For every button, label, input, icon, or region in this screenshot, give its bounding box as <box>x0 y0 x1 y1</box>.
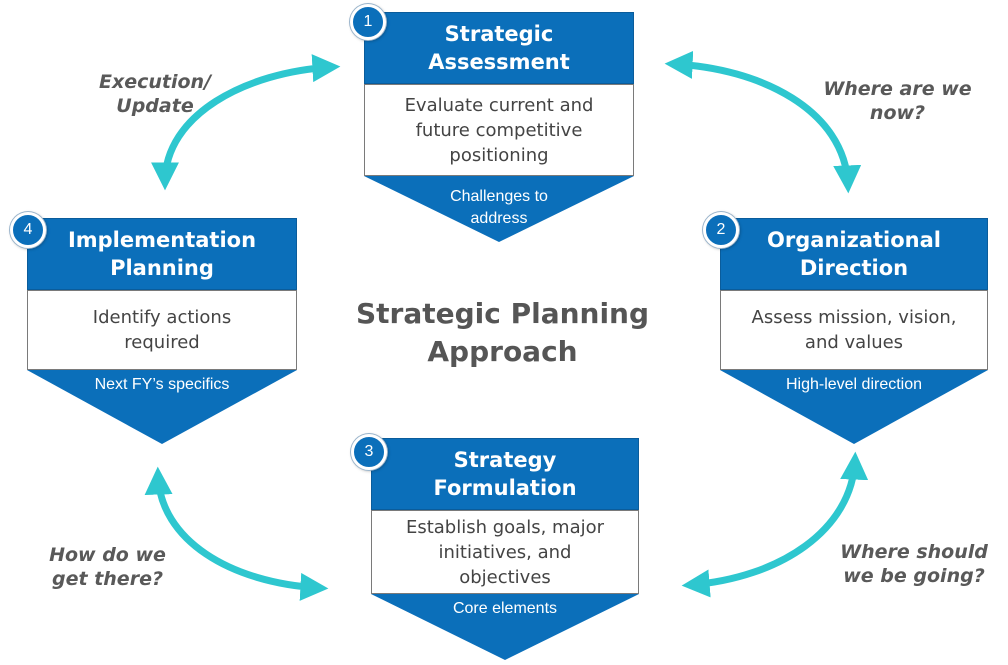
step-description: Establish goals, major initiatives, and … <box>371 510 639 594</box>
step-implementation-planning: Implementation Planning Identify actions… <box>27 218 297 444</box>
step-chevron: Next FY’s specifics <box>27 370 297 444</box>
step-organizational-direction: Organizational Direction Assess mission,… <box>720 218 988 444</box>
step-title-line: Implementation <box>67 228 257 252</box>
step-description-line: initiatives, and <box>438 541 572 563</box>
label-line: Execution/ <box>98 71 212 93</box>
step-title-line: Strategy <box>453 448 557 472</box>
step-description-line: Assess mission, vision, <box>751 307 957 328</box>
arrow-execution-update <box>151 54 341 191</box>
label-how-do-we-get-there: How do we get there? <box>30 543 185 591</box>
step-strategic-assessment: Strategic Assessment Evaluate current an… <box>364 12 634 242</box>
label-line: we be going? <box>843 565 985 587</box>
label-line: get there? <box>52 568 163 590</box>
step-number-badge: 2 <box>703 212 739 248</box>
step-description-line: future competitive <box>415 119 583 141</box>
label-line: now? <box>869 102 926 124</box>
step-description-line: positioning <box>449 144 549 166</box>
step-title-line: Direction <box>799 256 909 280</box>
step-chevron: High-level direction <box>720 370 988 444</box>
label-line: Where should <box>840 541 988 563</box>
step-description-line: Evaluate current and <box>404 94 594 116</box>
step-title-line: Assessment <box>428 50 570 74</box>
chevron-shape <box>371 594 639 660</box>
label-where-are-we-now: Where are we now? <box>805 77 990 125</box>
step-outcome: Challenges to <box>450 188 548 205</box>
chevron-shape <box>364 176 634 242</box>
step-title: Implementation Planning <box>27 218 297 290</box>
label-line: Where are we <box>823 78 972 100</box>
label-where-should-we-be-going: Where should we be going? <box>826 540 1002 588</box>
step-title-line: Planning <box>110 256 214 280</box>
step-chevron: Core elements <box>371 594 639 660</box>
step-title-line: Formulation <box>433 476 577 500</box>
diagram-title-line: Approach <box>427 335 578 368</box>
step-title: Organizational Direction <box>720 218 988 290</box>
chevron-shape <box>27 370 297 444</box>
step-description: Assess mission, vision, and values <box>720 290 988 370</box>
step-description-line: required <box>124 332 200 353</box>
step-outcome: Next FY’s specifics <box>94 376 230 393</box>
step-description-line: and values <box>804 332 904 353</box>
step-description-line: objectives <box>459 566 551 588</box>
arrow-how-do-we-get-there <box>144 466 329 601</box>
step-description: Evaluate current and future competitive … <box>364 84 634 176</box>
step-number-badge: 3 <box>351 434 387 470</box>
step-title: Strategy Formulation <box>371 438 639 510</box>
step-number-badge: 4 <box>10 212 46 248</box>
step-title-line: Strategic <box>444 22 554 46</box>
chevron-shape <box>720 370 988 444</box>
step-description-line: Establish goals, major <box>405 516 605 538</box>
diagram-title: Strategic Planning Approach <box>330 295 675 371</box>
arrow-where-should-we-be-going <box>681 451 869 598</box>
step-description-line: Identify actions <box>92 307 232 328</box>
label-execution-update: Execution/ Update <box>70 70 240 118</box>
label-line: Update <box>116 95 194 117</box>
step-chevron: Challenges to address <box>364 176 634 242</box>
step-outcome: Core elements <box>452 600 558 617</box>
arrow-where-are-we-now <box>664 50 862 194</box>
diagram-title-line: Strategic Planning <box>355 297 650 330</box>
step-outcome: address <box>470 210 528 227</box>
step-title-line: Organizational <box>767 228 941 252</box>
step-description: Identify actions required <box>27 290 297 370</box>
step-number-badge: 1 <box>350 4 386 40</box>
step-title: Strategic Assessment <box>364 12 634 84</box>
label-line: How do we <box>49 544 166 566</box>
step-strategy-formulation: Strategy Formulation Establish goals, ma… <box>371 438 639 660</box>
step-outcome: High-level direction <box>785 376 923 393</box>
